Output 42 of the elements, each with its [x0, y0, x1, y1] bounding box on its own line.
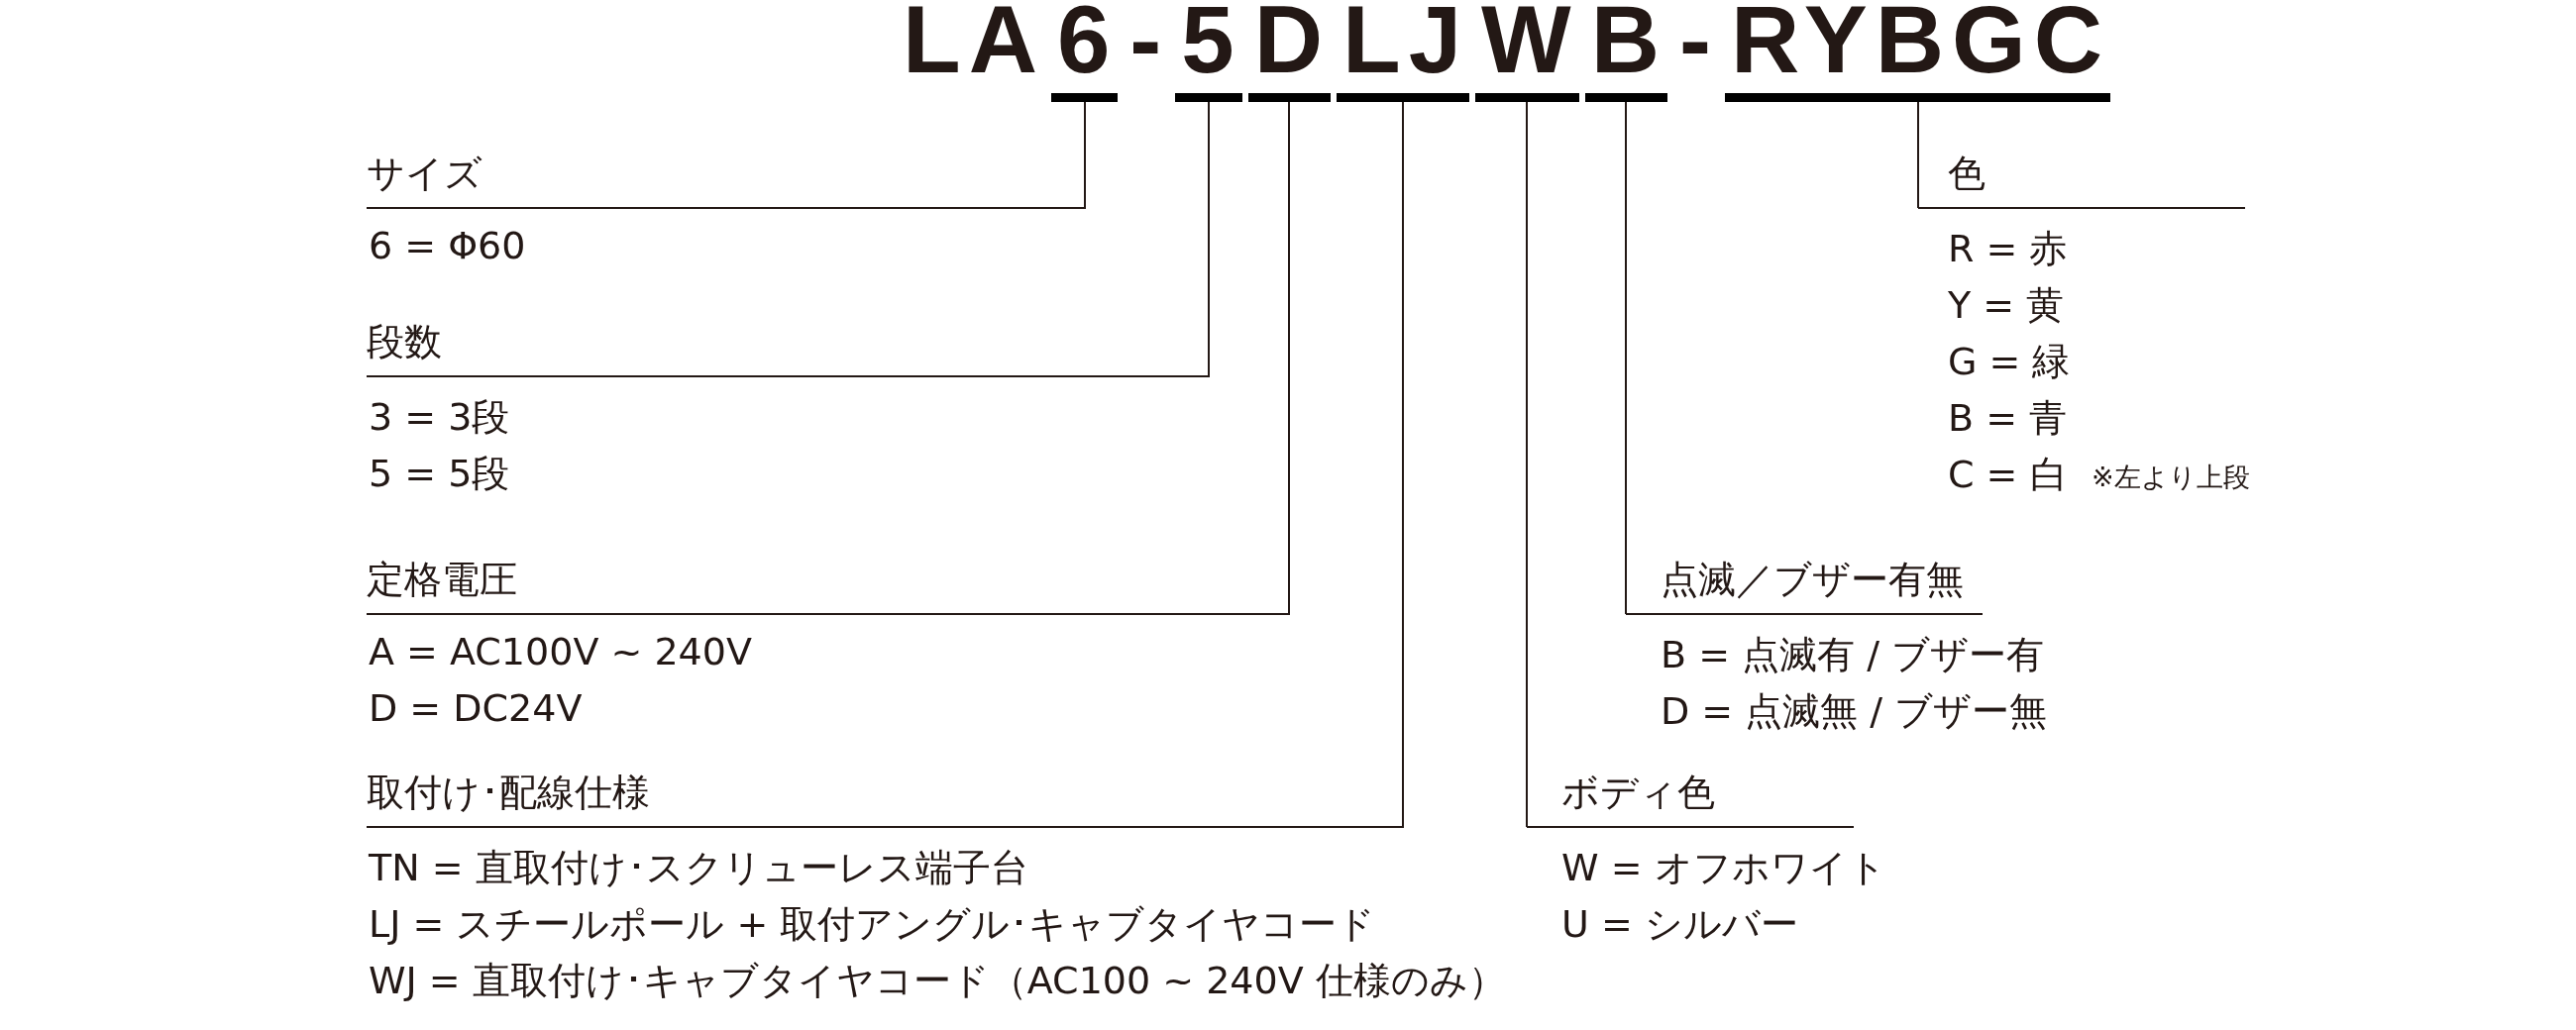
leader-line	[1526, 101, 1528, 828]
code-segment: D	[1247, 0, 1332, 102]
option-text: Y = 黄	[1948, 282, 2065, 329]
option-text: TN = 直取付け･スクリューレス端子台	[369, 845, 1028, 891]
code-segment: B	[1584, 0, 1667, 102]
option-text: 6 = Φ60	[369, 224, 526, 267]
option-text: C = 白	[1948, 452, 2068, 498]
code-segment: 6	[1050, 0, 1119, 102]
section-heading: 点滅／ブザー有無	[1626, 555, 1983, 615]
option-text: 5 = 5段	[369, 451, 510, 497]
section-heading: 定格電圧	[367, 555, 1290, 615]
code-segment: W	[1475, 0, 1579, 102]
option-text: U = シルバー	[1561, 901, 1798, 948]
option-text: B = 青	[1948, 395, 2068, 442]
option-text: 3 = 3段	[369, 394, 510, 441]
leader-line	[1288, 101, 1290, 615]
option-text: A = AC100V ~ 240V	[369, 630, 752, 673]
option-text: D = DC24V	[369, 686, 583, 730]
option-text: D = 点滅無 / ブザー無	[1661, 688, 2048, 735]
section-heading: 色	[1918, 149, 2245, 209]
model-code-text: -	[1128, 0, 1170, 94]
code-segment: LJ	[1337, 0, 1470, 102]
code-segment: RYBGC	[1725, 0, 2111, 102]
option-text: B = 点滅有 / ブザー有	[1661, 632, 2045, 678]
option-text: WJ = 直取付け･キャブタイヤコード（AC100 ~ 240V 仕様のみ）	[369, 958, 1506, 1004]
leader-line	[1917, 101, 1919, 209]
leader-line	[1402, 101, 1404, 828]
model-code-text: -	[1678, 0, 1719, 94]
option-text: LJ = スチールポール + 取付アングル･キャブタイヤコード	[369, 901, 1376, 948]
leader-line	[1625, 101, 1627, 615]
model-code-text: LA	[902, 0, 1045, 94]
leader-line	[1084, 101, 1086, 209]
code-segment: 5	[1175, 0, 1242, 102]
option-text: R = 赤	[1948, 226, 2068, 272]
section-heading: サイズ	[367, 149, 1086, 209]
option-text: W = オフホワイト	[1561, 845, 1886, 891]
option-text: G = 緑	[1948, 339, 2071, 385]
section-heading: 段数	[367, 317, 1210, 377]
section-heading: 取付け･配線仕様	[367, 768, 1404, 828]
section-heading: ボディ色	[1527, 768, 1854, 828]
leader-line	[1208, 101, 1210, 377]
note-text: ※左より上段	[2092, 461, 2250, 494]
